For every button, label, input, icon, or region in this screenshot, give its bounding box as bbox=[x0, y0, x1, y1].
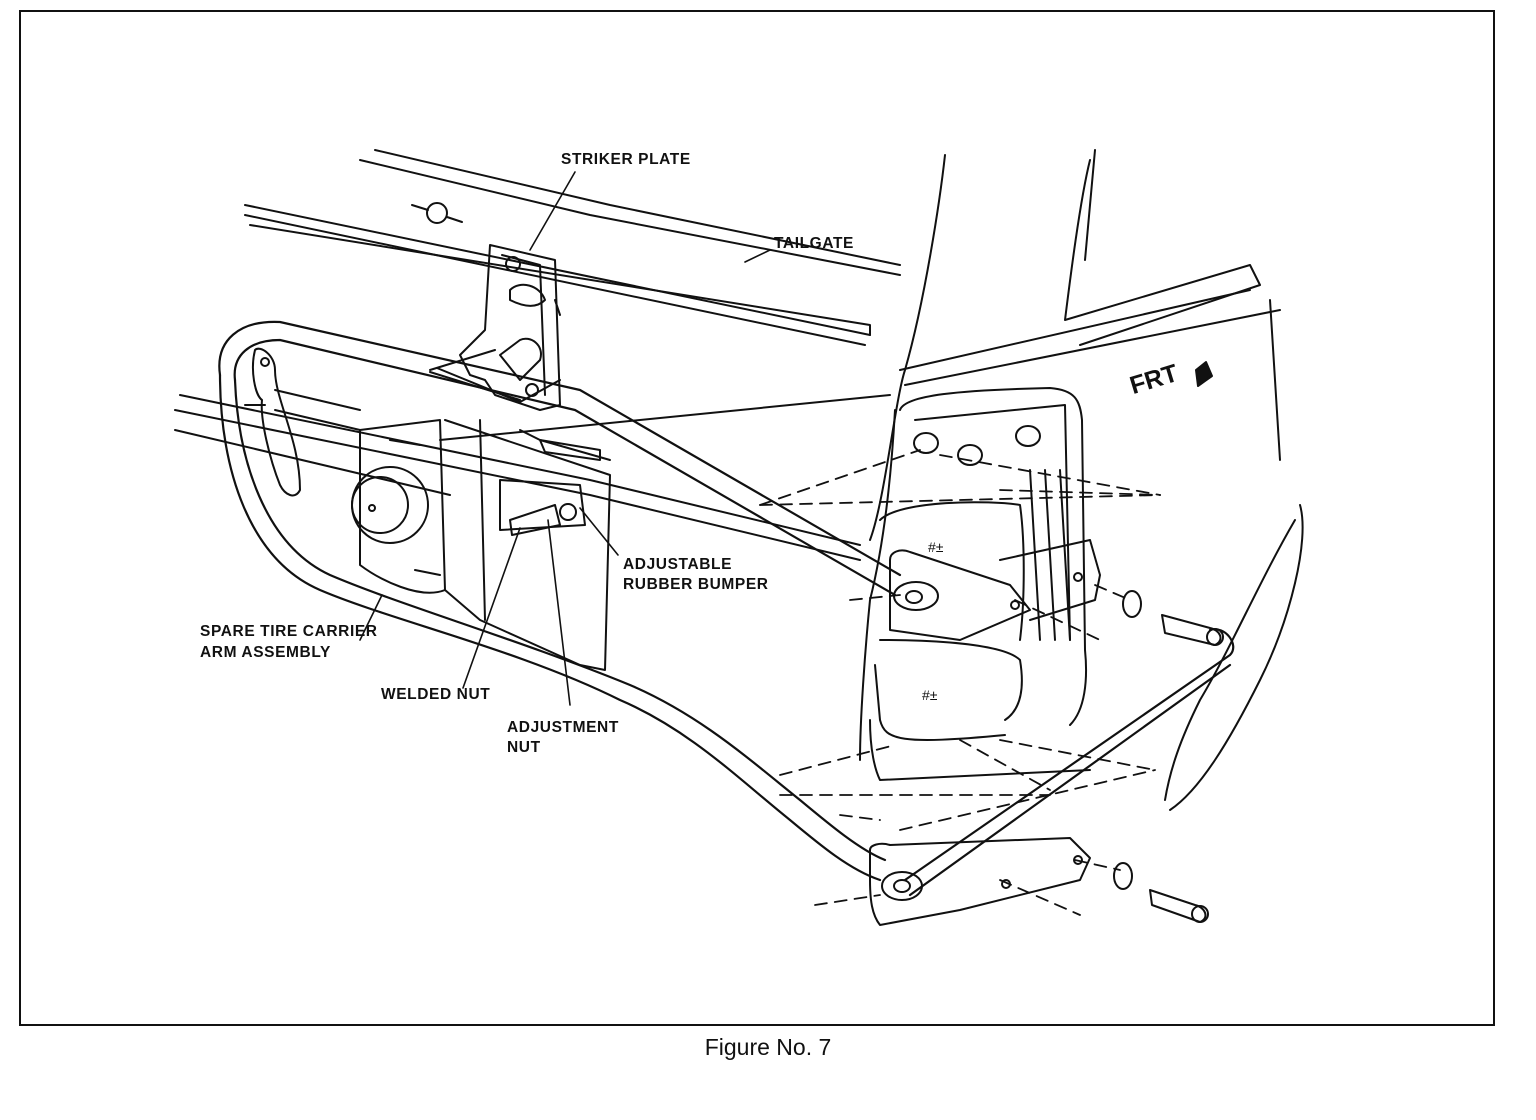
adjustable-rubber-bumper-label-line2: RUBBER BUMPER bbox=[623, 576, 769, 593]
tail-lamp: #± #± bbox=[859, 387, 1091, 781]
carrier-arm bbox=[218, 320, 1235, 897]
tailgate-label: TAILGATE bbox=[774, 235, 854, 252]
leader-lines bbox=[359, 171, 771, 706]
hinge-brackets bbox=[869, 539, 1101, 926]
bolts bbox=[1113, 590, 1224, 923]
svg-text:#±: #± bbox=[922, 687, 938, 703]
carrier-handle bbox=[244, 347, 361, 497]
adjustment-nut-label-line2: NUT bbox=[507, 739, 541, 756]
svg-text:#±: #± bbox=[928, 539, 944, 555]
figure-caption: Figure No. 7 bbox=[704, 1034, 832, 1060]
tailgate-latch-icon bbox=[426, 202, 448, 224]
welded-nut-label: WELDED NUT bbox=[381, 686, 491, 703]
striker-plate-label: STRIKER PLATE bbox=[561, 151, 691, 168]
figure-frame bbox=[19, 10, 1495, 1026]
adjustment-nut-label-line1: ADJUSTMENT bbox=[507, 719, 619, 736]
body-quarter-panel bbox=[869, 149, 1304, 811]
carrier-hinge-plate bbox=[351, 419, 611, 671]
tailgate-panel bbox=[174, 149, 901, 561]
spare-tire-carrier-label-line1: SPARE TIRE CARRIER bbox=[200, 623, 378, 640]
striker-plate bbox=[429, 244, 561, 411]
front-arrow-icon bbox=[1195, 361, 1213, 387]
adjustable-rubber-bumper-label-line1: ADJUSTABLE bbox=[623, 556, 733, 573]
spare-tire-carrier-label-line2: ARM ASSEMBLY bbox=[200, 644, 331, 661]
